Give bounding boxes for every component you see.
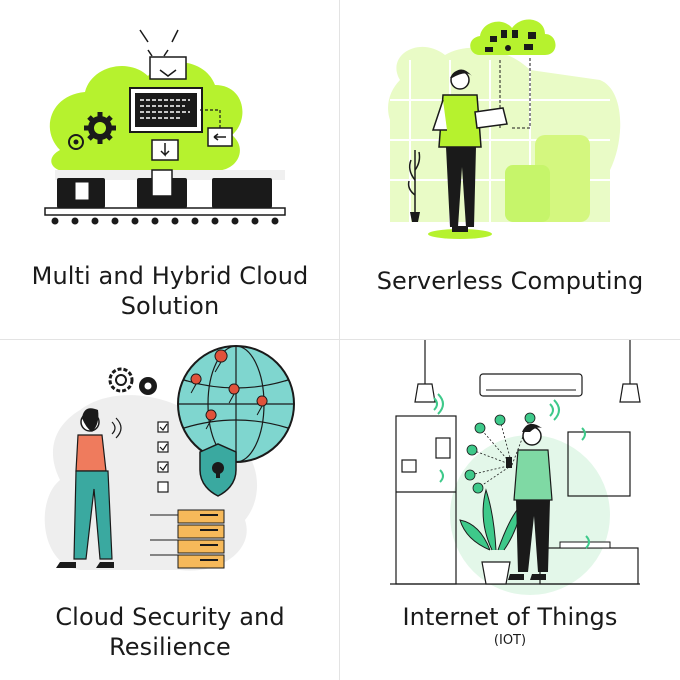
man-with-phone	[506, 423, 553, 580]
laptop-icon	[57, 169, 272, 208]
panel-title: Cloud Security and Resilience	[10, 602, 330, 662]
cloud-security-illustration	[44, 345, 295, 571]
title-line-1: Cloud Security and	[55, 603, 285, 631]
shield-lock-icon	[199, 443, 237, 497]
plant-icon	[459, 488, 523, 585]
monitor-icon	[129, 87, 203, 133]
panel-subtitle: (IOT)	[493, 633, 527, 648]
title-line-1: Serverless Computing	[376, 267, 644, 295]
panel-title: Internet of Things	[350, 602, 670, 632]
multi-hybrid-cloud-illustration	[44, 29, 286, 225]
wifi-icon	[111, 417, 122, 439]
gear-small-icon	[68, 134, 84, 150]
panel-serverless-computing: Serverless Computing	[340, 0, 680, 340]
panel-multi-hybrid-cloud: Multi and Hybrid Cloud Solution	[0, 0, 340, 340]
woman-with-phone	[56, 408, 122, 568]
panel-internet-of-things: Internet of Things (IOT)	[340, 340, 680, 680]
laptop-icon	[474, 107, 508, 129]
cloud-icon	[470, 19, 556, 55]
lamp-icon	[414, 340, 641, 403]
air-conditioner-icon	[479, 373, 583, 397]
title-line-1: Multi and Hybrid Cloud	[31, 262, 309, 290]
title-line-2: Resilience	[109, 633, 231, 661]
title-line-1: Internet of Things	[402, 603, 618, 631]
gear-icon	[139, 377, 157, 395]
panel-title: Serverless Computing	[350, 266, 670, 296]
server-icon	[177, 509, 225, 569]
location-pin-icon	[190, 349, 268, 430]
panel-cloud-security: Cloud Security and Resilience	[0, 340, 340, 680]
vertical-divider	[339, 0, 340, 680]
refrigerator-icon	[395, 415, 457, 585]
gear-icon	[108, 367, 134, 393]
smart-device-icons	[464, 412, 536, 494]
wifi-icon	[433, 393, 590, 549]
plant-icon	[407, 150, 421, 222]
serverless-computing-illustration	[388, 19, 621, 239]
checkbox-icon	[157, 421, 169, 493]
smartphone-icon	[506, 457, 512, 468]
globe-icon	[177, 345, 295, 463]
person-with-laptop	[428, 69, 508, 239]
title-line-2: Solution	[120, 292, 220, 320]
iot-illustration	[390, 340, 641, 595]
panel-title: Multi and Hybrid Cloud Solution	[10, 261, 330, 321]
horizontal-divider	[0, 339, 680, 340]
gear-icon	[84, 112, 116, 144]
download-arrows-icon	[139, 29, 179, 57]
tv-icon	[567, 431, 631, 497]
